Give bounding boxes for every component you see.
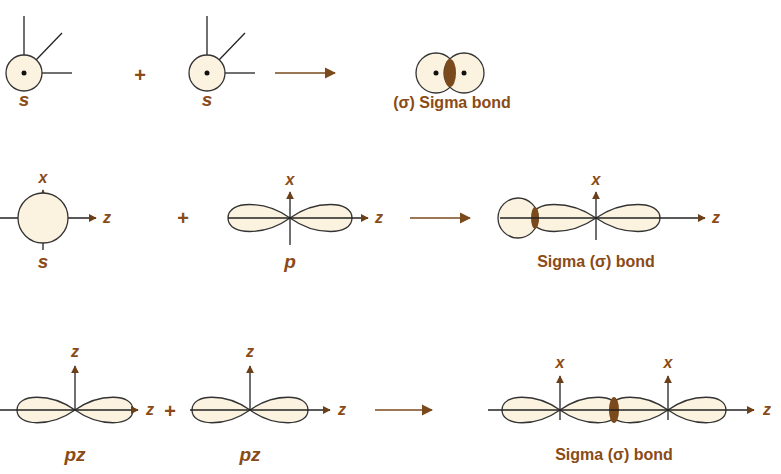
orbital-label: z <box>712 209 720 227</box>
bond-label: + <box>134 64 146 86</box>
axis-lines <box>0 16 255 250</box>
bond-label: Sigma (σ) bond <box>555 446 673 464</box>
axis-line <box>500 217 705 218</box>
orbital-label: s <box>202 90 213 111</box>
nucleus-dot <box>434 71 439 76</box>
orbital-label: pz <box>239 445 260 466</box>
nucleus-dot <box>22 71 27 76</box>
orbital-label: z <box>71 343 79 361</box>
bond-label: (σ) Sigma bond <box>393 94 511 112</box>
axis-line <box>488 409 754 410</box>
s-orbital <box>444 53 484 93</box>
s-orbital <box>6 55 42 91</box>
axis-line <box>0 409 138 410</box>
orbital-label: p <box>284 252 296 273</box>
orbital-label: pz <box>64 445 85 466</box>
bond-label: + <box>177 207 189 229</box>
axis-line <box>559 376 560 420</box>
overlap-region <box>444 59 456 87</box>
nuclei <box>22 71 467 76</box>
orbital-label: x <box>286 171 295 189</box>
orbital-label: z <box>146 401 154 419</box>
orbital-label: z <box>246 343 254 361</box>
axis-line <box>74 366 75 410</box>
bond-label: Sigma (σ) bond <box>537 253 655 271</box>
axis-line <box>190 409 330 410</box>
s-orbital <box>189 55 225 91</box>
axis-line <box>249 366 250 410</box>
orbital-label: z <box>763 401 771 419</box>
axis-line <box>228 217 368 218</box>
axis-line <box>36 33 62 60</box>
p-orbitals <box>17 205 726 423</box>
axis-line <box>225 72 255 73</box>
reaction-arrow <box>375 409 432 411</box>
orbital-label: s <box>19 90 30 111</box>
s-orbital <box>416 53 456 93</box>
orbital-label: z <box>375 209 383 227</box>
orbital-label: x <box>556 354 565 372</box>
nucleus-dot <box>462 71 467 76</box>
axis-line <box>219 33 245 60</box>
orbital-label: x <box>39 169 48 187</box>
s-orbital <box>18 193 68 243</box>
axis-line <box>42 72 72 73</box>
orbital-label: x <box>592 171 601 189</box>
reaction-arrow <box>410 217 470 219</box>
axis-line <box>667 376 668 420</box>
axis-line <box>289 192 290 245</box>
axis-line <box>23 16 24 55</box>
nucleus-dot <box>205 71 210 76</box>
orbital-label: z <box>103 209 111 227</box>
axis-lines <box>0 192 754 420</box>
axis-line <box>206 16 207 55</box>
orbital-label: x <box>664 354 673 372</box>
s-orbitals <box>6 53 484 243</box>
reaction-arrow <box>275 72 335 74</box>
reaction-arrows <box>275 73 470 410</box>
axis-line <box>595 192 596 240</box>
orbital-label: z <box>338 401 346 419</box>
bond-label: + <box>164 400 176 422</box>
orbital-label: s <box>38 252 49 273</box>
